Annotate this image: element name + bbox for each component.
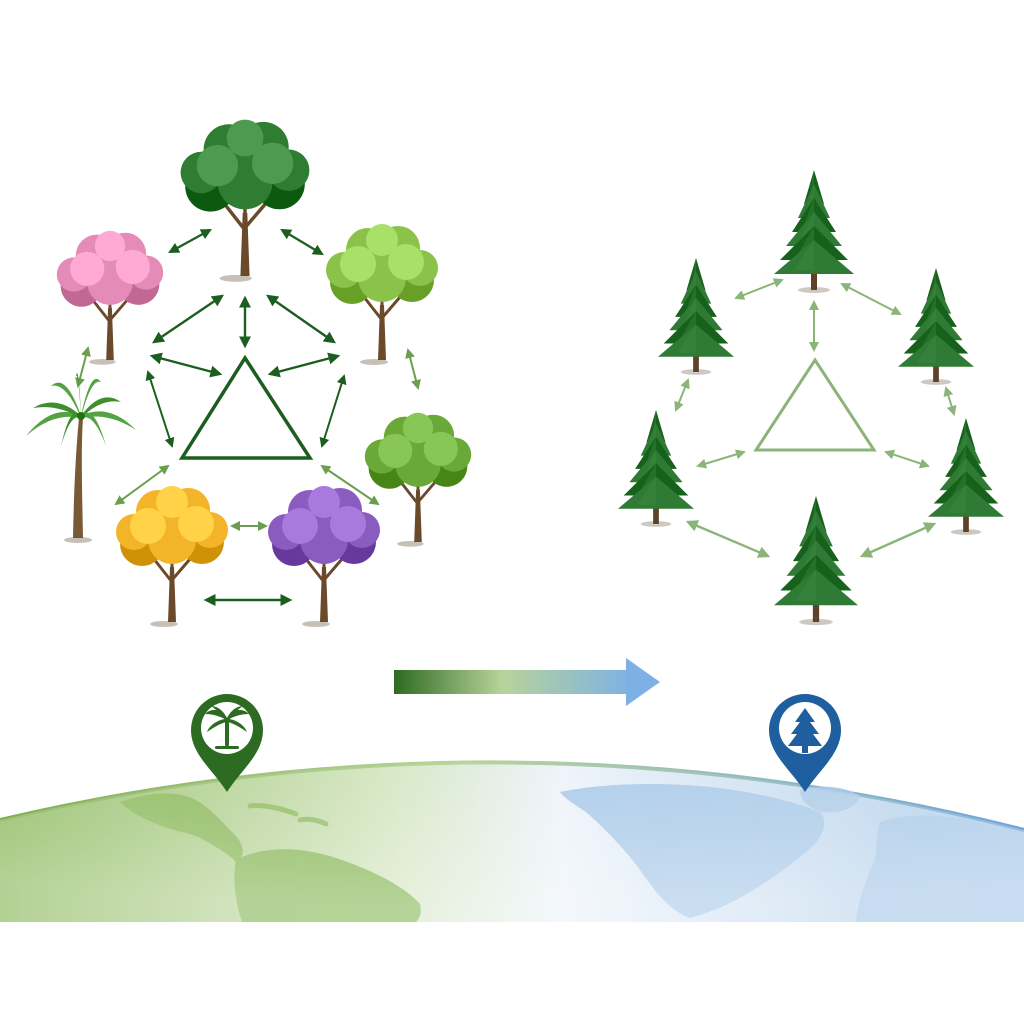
center-triangle — [753, 357, 877, 452]
link-arrow — [319, 374, 347, 448]
link-arrow — [168, 228, 212, 254]
link-arrow — [884, 449, 930, 469]
link-arrow — [696, 449, 746, 469]
conifer-links — [674, 278, 957, 558]
link-arrow — [145, 370, 175, 448]
conifer-tree — [658, 258, 734, 375]
link-arrow — [320, 464, 380, 506]
shift-arrow — [394, 658, 660, 706]
tropical-links — [75, 228, 421, 606]
conifer-tree — [618, 410, 694, 527]
tropical-pin — [191, 694, 263, 792]
palm-icon — [205, 706, 249, 749]
globe-sheen — [0, 762, 1024, 922]
conifer-tree — [928, 418, 1004, 535]
link-arrow — [75, 346, 91, 388]
link-arrow — [280, 228, 324, 256]
link-arrow — [859, 522, 937, 558]
conifer-cluster — [618, 170, 1004, 626]
link-arrow — [405, 348, 421, 390]
link-arrow — [267, 352, 341, 378]
tropical-cluster — [26, 119, 472, 627]
link-arrow — [266, 294, 336, 344]
link-arrow — [114, 464, 170, 506]
conifer-tree — [898, 268, 974, 385]
link-arrow — [685, 520, 771, 558]
link-arrow — [943, 386, 957, 416]
globe — [0, 760, 1024, 922]
link-arrow — [840, 283, 902, 315]
tree-pink-blossom — [56, 230, 164, 365]
link-arrow — [152, 294, 224, 344]
temperate-pin — [769, 694, 841, 792]
link-arrow — [734, 278, 784, 300]
conifer-tree — [774, 170, 854, 293]
pine-icon — [788, 708, 822, 753]
tree-yellow-blossom — [116, 486, 228, 627]
tree-canopy — [180, 119, 310, 282]
link-arrow — [674, 378, 690, 412]
center-triangle — [178, 354, 314, 460]
tree-palm — [26, 373, 136, 543]
tree-purple-blossom — [268, 486, 380, 627]
tree-mid-green — [364, 412, 472, 547]
conifer-tree — [774, 496, 858, 626]
link-arrow — [149, 352, 223, 378]
tree-light-green — [326, 224, 438, 365]
